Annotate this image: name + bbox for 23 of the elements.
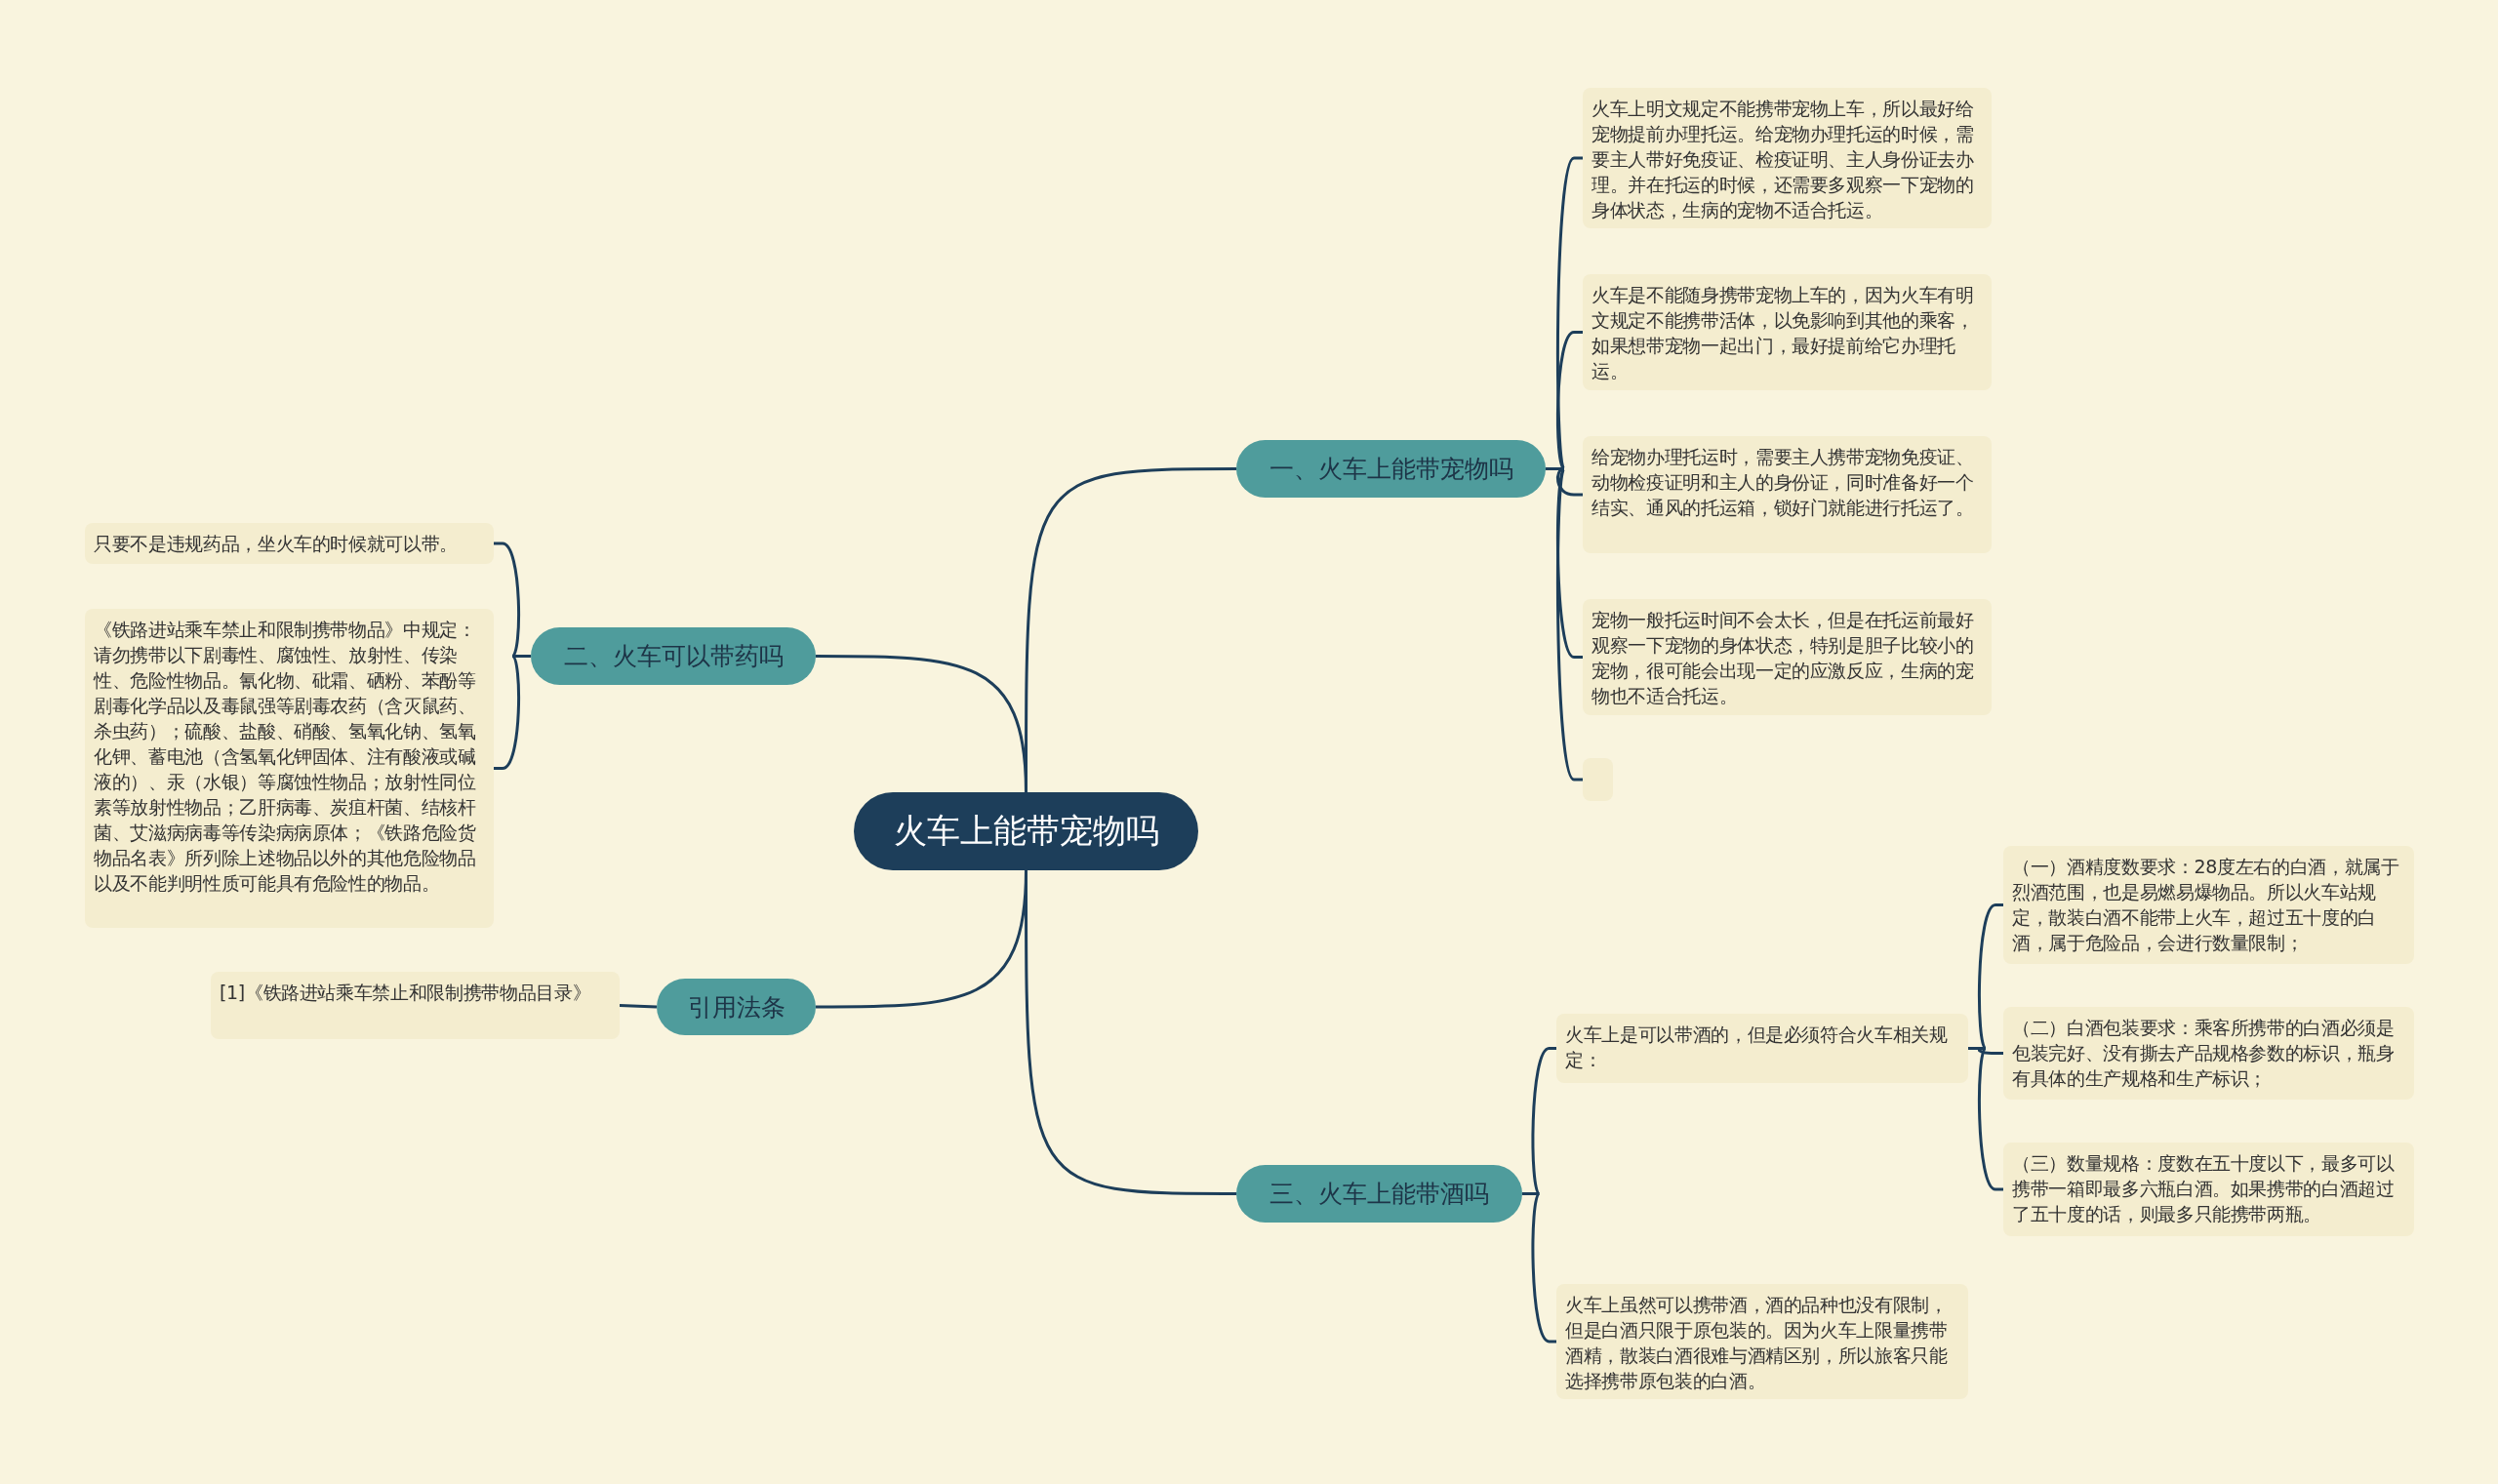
note-box: （三）数量规格：度数在五十度以下，最多可以携带一箱即最多六瓶白酒。如果携带的白酒超过了五十度的话，则最多只能携带两瓶。	[2003, 1143, 2414, 1236]
connector-line	[619, 1004, 658, 1009]
topic-box: 三、火车上能带酒吗	[1236, 1165, 1522, 1223]
empty-box	[1583, 758, 1613, 801]
topic-box: 引用法条	[657, 979, 816, 1035]
note-box: （一）酒精度数要求：28度左右的白酒，就属于烈酒范围，也是易燃易爆物品。所以火车站规定，散装白酒不能带上火车，超过五十度的白酒，属于危险品，会进行数量限制；	[2003, 846, 2414, 964]
topic-box: 二、火车可以带药吗	[531, 627, 816, 685]
connector-line	[1522, 1192, 1556, 1344]
note-box: 火车上是可以带酒的，但是必须符合火车相关规定：	[1556, 1014, 1968, 1083]
note-box: [1]《铁路进站乘车禁止和限制携带物品目录》	[211, 972, 620, 1039]
topic-box: 一、火车上能带宠物吗	[1236, 440, 1546, 498]
connector-line	[816, 655, 1027, 793]
central-topic-box: 火车上能带宠物吗	[854, 792, 1198, 870]
connector-line	[1546, 467, 1583, 782]
note-box: 只要不是违规药品，坐火车的时候就可以带。	[85, 523, 494, 564]
note-box: 火车是不能随身携带宠物上车的，因为火车有明文规定不能携带活体，以免影响到其他的乘客，如果想带宠物一起出门，最好提前给它办理托运。	[1583, 274, 1992, 390]
note-box: 火车上虽然可以携带酒，酒的品种也没有限制，但是白酒只限于原包装的。因为火车上限量携带酒精，散装白酒很难与酒精区别，所以旅客只能选择携带原包装的白酒。	[1556, 1284, 1968, 1399]
note-box: 火车上明文规定不能携带宠物上车，所以最好给宠物提前办理托运。给宠物办理托运的时候，需要主人带好免疫证、检疫证明、主人身份证去办理。并在托运的时候，还需要多观察一下宠物的身体状态，生病的宠物不适合托运。	[1583, 88, 1992, 228]
note-box: 宠物一般托运时间不会太长，但是在托运前最好观察一下宠物的身体状态，特别是胆子比较小的宠物，很可能会出现一定的应激反应，生病的宠物也不适合托运。	[1583, 599, 1992, 715]
note-box: 给宠物办理托运时，需要主人携带宠物免疫证、动物检疫证明和主人的身份证，同时准备好一个结实、通风的托运箱，锁好门就能进行托运了。	[1583, 436, 1992, 553]
note-box: （二）白酒包装要求：乘客所携带的白酒必须是包装完好、没有撕去产品规格参数的标识，瓶身有具体的生产规格和生产标识；	[2003, 1007, 2414, 1100]
note-box: 《铁路进站乘车禁止和限制携带物品》中规定：请勿携带以下剧毒性、腐蚀性、放射性、传染性、危险性物品。氰化物、砒霜、硒粉、苯酚等剧毒化学品以及毒鼠强等剧毒农药（含灭鼠药、杀虫药）；硫酸、盐酸、硝酸、氢氧化钠、氢氧化钾、蓄电池（含氢氧化钾固体、注有酸液或碱液的）、汞（水银）等腐蚀性物品；放射性同位素等放射性物品；乙肝病毒、炭疽杆菌、结核杆菌、艾滋病病毒等传染病病原体；《铁路危险货物品名表》所列除上述物品以外的其他危险物品以及不能判明性质可能具有危险性的物品。	[85, 609, 494, 928]
connector-line	[1025, 870, 1236, 1195]
